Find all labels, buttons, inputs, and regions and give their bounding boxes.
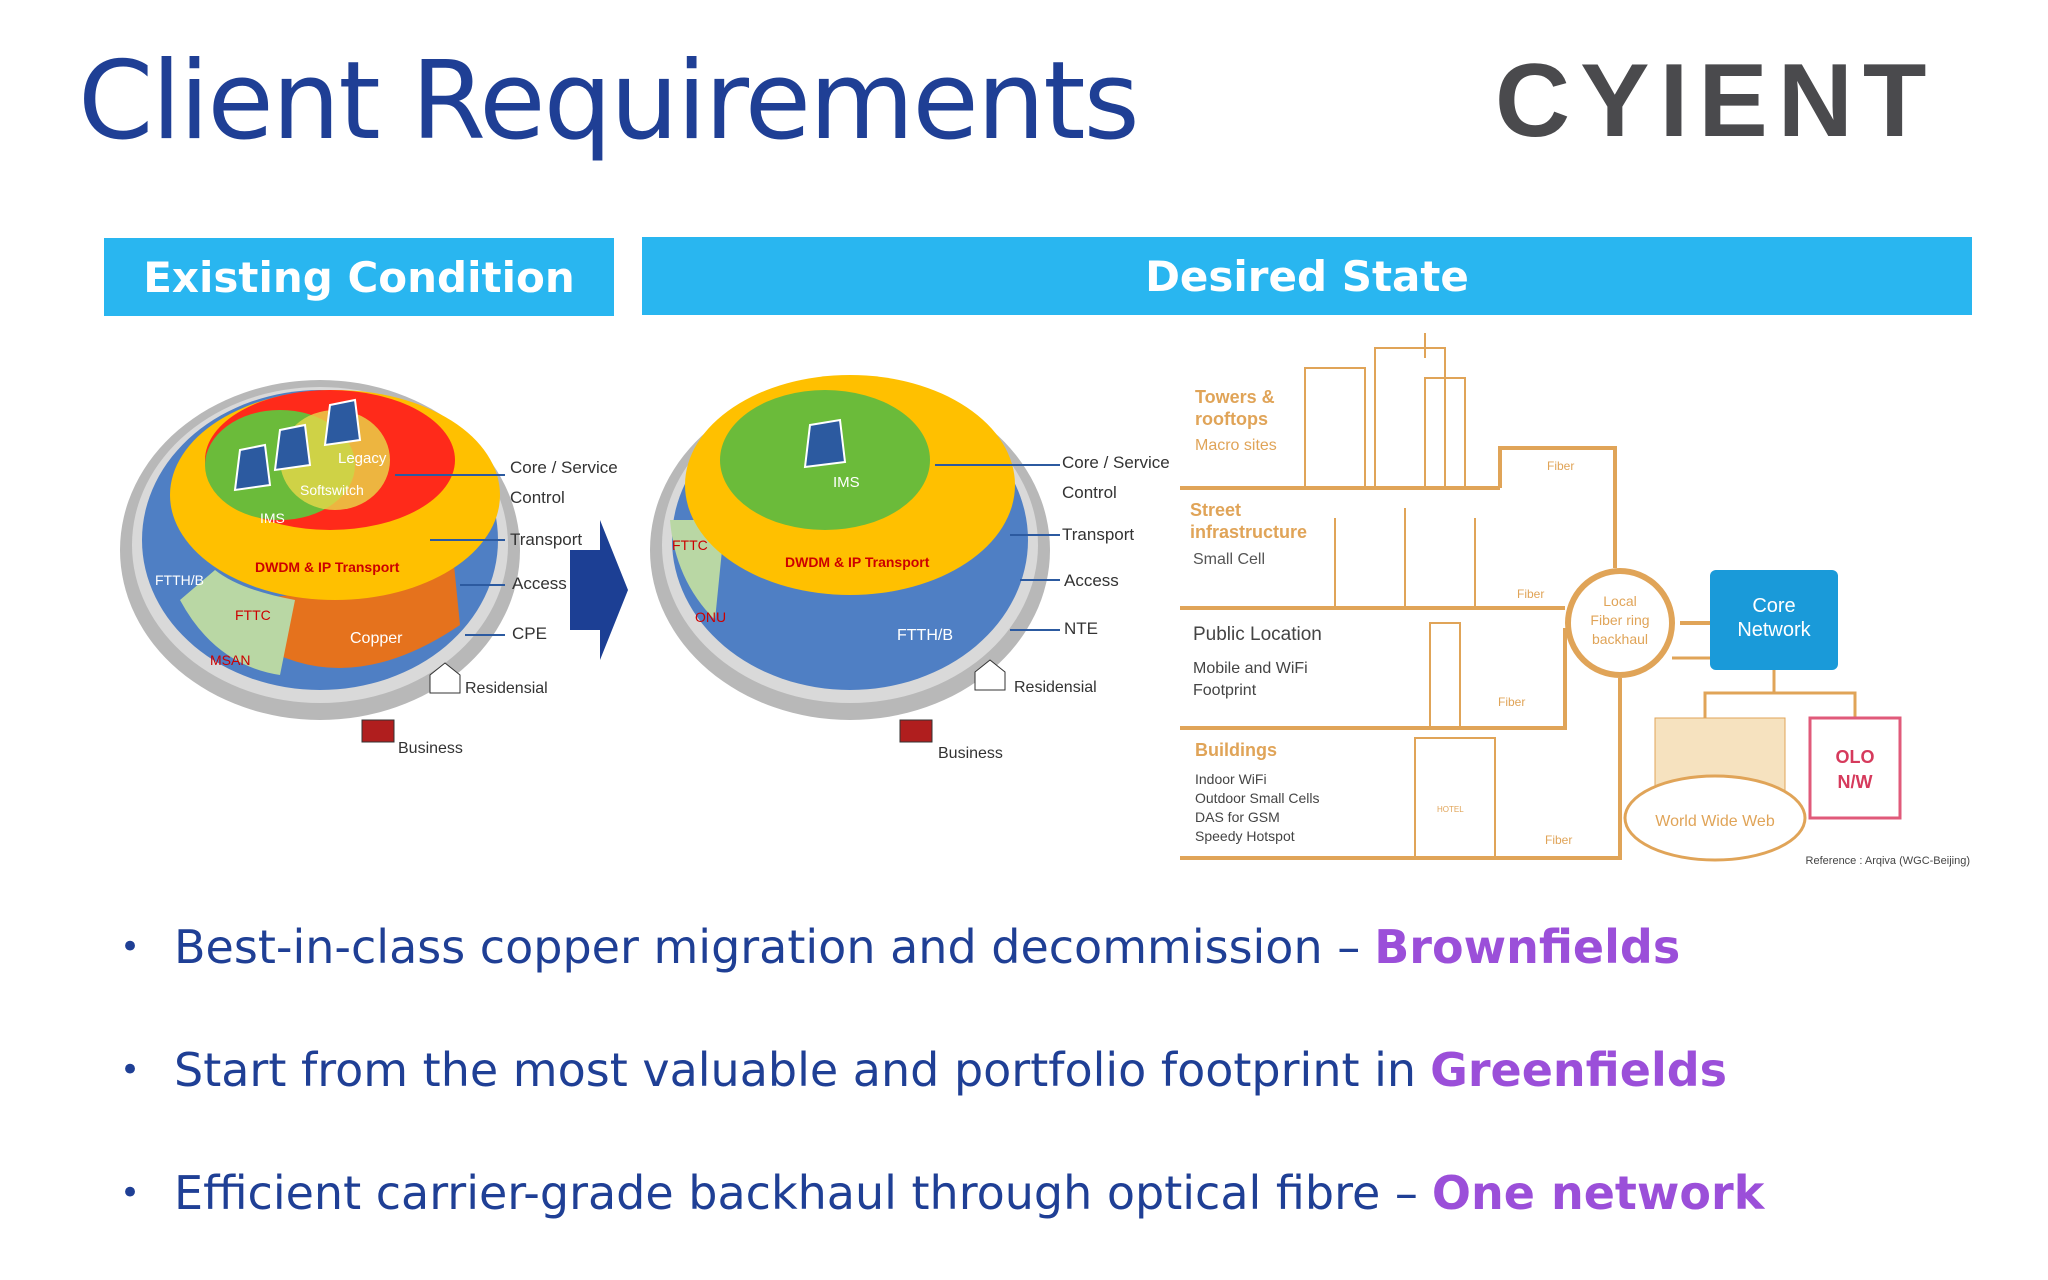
svg-text:DWDM & IP Transport: DWDM & IP Transport [785,554,930,570]
factory-icon [361,719,395,743]
existing-condition-header: Existing Condition [104,238,614,316]
svg-text:Transport: Transport [510,530,582,549]
svg-text:Outdoor Small Cells: Outdoor Small Cells [1195,790,1320,806]
bullet-dot-icon: • [120,1049,141,1090]
svg-text:Control: Control [1062,483,1117,502]
svg-text:Business: Business [938,745,1003,762]
svg-text:FTTH/B: FTTH/B [155,572,204,588]
svg-text:Reference : Arqiva (WGC-Beijin: Reference : Arqiva (WGC-Beijing) [1806,855,1970,867]
svg-text:Access: Access [512,574,567,593]
bullet-item: • Efficient carrier-grade backhaul throu… [120,1131,1970,1254]
svg-text:FTTC: FTTC [672,537,708,553]
svg-text:Small Cell: Small Cell [1193,551,1265,568]
svg-text:Control: Control [510,488,565,507]
svg-text:Fiber: Fiber [1545,833,1572,847]
bullet-item: • Start from the most valuable and portf… [120,1008,1970,1131]
svg-text:HOTEL: HOTEL [1437,805,1464,814]
svg-text:Residensial: Residensial [1014,679,1097,696]
svg-text:IMS: IMS [260,510,285,526]
desired-state-header: Desired State [642,237,1972,315]
svg-text:Copper: Copper [350,630,403,647]
bullet-highlight: One network [1431,1165,1765,1220]
svg-text:OLO: OLO [1836,747,1875,767]
svg-text:Indoor WiFi: Indoor WiFi [1195,771,1267,787]
bullet-text: Best-in-class copper migration and decom… [174,919,1361,974]
svg-text:Towers &: Towers & [1195,387,1275,407]
svg-text:Macro sites: Macro sites [1195,437,1277,454]
svg-text:ONU: ONU [695,609,726,625]
svg-text:FTTH/B: FTTH/B [897,627,953,644]
svg-text:Fiber: Fiber [1517,587,1544,601]
svg-text:CYIENT: CYIENT [1495,48,1936,148]
svg-text:DAS for GSM: DAS for GSM [1195,809,1280,825]
svg-text:Buildings: Buildings [1195,740,1277,760]
svg-text:Speedy Hotspot: Speedy Hotspot [1195,828,1295,844]
svg-text:IMS: IMS [833,474,860,491]
bullet-list: • Best-in-class copper migration and dec… [120,885,1970,1254]
svg-text:MSAN: MSAN [210,652,250,668]
fttc-layer [180,570,295,675]
svg-text:Core / Service: Core / Service [1062,453,1170,472]
svg-text:Core / Service: Core / Service [510,458,618,477]
bullet-highlight: Brownfields [1374,919,1681,974]
svg-text:Public Location: Public Location [1193,624,1322,645]
transition-arrow-icon [570,520,628,660]
bullet-highlight: Greenfields [1430,1042,1728,1097]
svg-text:FTTC: FTTC [235,607,271,623]
svg-text:NTE: NTE [1064,619,1098,638]
svg-text:backhaul: backhaul [1592,631,1648,647]
svg-text:N/W: N/W [1838,772,1873,792]
bullet-item: • Best-in-class copper migration and dec… [120,885,1970,1008]
cyient-logo: CYIENT [1495,48,1936,148]
svg-text:infrastructure: infrastructure [1190,522,1307,542]
bullet-text: Efficient carrier-grade backhaul through… [174,1165,1418,1220]
svg-text:Residensial: Residensial [465,680,548,697]
existing-condition-diagram: Legacy Softswitch IMS DWDM & IP Transpor… [120,380,618,757]
svg-text:DWDM & IP Transport: DWDM & IP Transport [255,559,400,575]
factory-icon [899,719,933,743]
svg-text:World Wide Web: World Wide Web [1655,813,1775,830]
svg-text:rooftops: rooftops [1195,409,1268,429]
bullet-dot-icon: • [120,1172,141,1213]
svg-text:Local: Local [1603,593,1636,609]
svg-text:Transport: Transport [1062,525,1134,544]
svg-text:Business: Business [398,740,463,757]
bullet-text: Start from the most valuable and portfol… [174,1042,1417,1097]
svg-text:Fiber: Fiber [1498,695,1525,709]
network-diagram: Towers & rooftops Macro sites Street inf… [1180,333,1970,867]
svg-text:Street: Street [1190,500,1241,520]
svg-text:Footprint: Footprint [1193,682,1257,699]
svg-text:Access: Access [1064,571,1119,590]
svg-text:Legacy: Legacy [338,450,387,467]
desired-state-diagram: IMS DWDM & IP Transport FTTC ONU FTTH/B … [650,375,1170,762]
svg-text:Softswitch: Softswitch [300,482,364,498]
house-icon [429,662,461,694]
svg-text:CPE: CPE [512,624,547,643]
svg-text:Mobile and WiFi: Mobile and WiFi [1193,660,1308,677]
house-icon [974,659,1006,691]
page-title: Client Requirements [78,39,1140,164]
bullet-dot-icon: • [120,926,141,967]
svg-text:Fiber ring: Fiber ring [1590,612,1649,628]
svg-text:Core: Core [1752,595,1795,617]
svg-text:Fiber: Fiber [1547,459,1574,473]
svg-text:Network: Network [1737,619,1811,641]
